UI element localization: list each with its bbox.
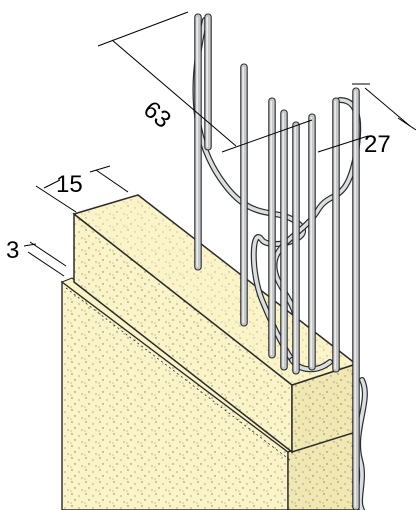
rebar-rods xyxy=(194,13,360,510)
rebar-rod-6 xyxy=(308,113,316,371)
lower-block xyxy=(60,277,357,510)
rebar-rod-3 xyxy=(268,97,276,359)
rebar-rod-5 xyxy=(292,121,300,375)
rebar-rod-2 xyxy=(240,63,248,327)
rebar-rod-1 xyxy=(194,13,202,271)
rebar-rod-7 xyxy=(332,97,340,373)
dimension-label-27: 27 xyxy=(364,131,391,158)
rebar-rod-8 xyxy=(352,87,360,510)
rebar-rod-9 xyxy=(204,13,212,151)
rebar-rod-4 xyxy=(280,109,288,371)
dimension-label-3: 3 xyxy=(6,237,19,264)
dimension-3 xyxy=(23,241,67,277)
dimension-label-15: 15 xyxy=(56,171,83,198)
dimension-15 xyxy=(35,165,129,213)
dimension-27 xyxy=(317,83,416,153)
dimension-63 xyxy=(97,11,313,153)
dimension-label-63: 63 xyxy=(138,96,176,134)
